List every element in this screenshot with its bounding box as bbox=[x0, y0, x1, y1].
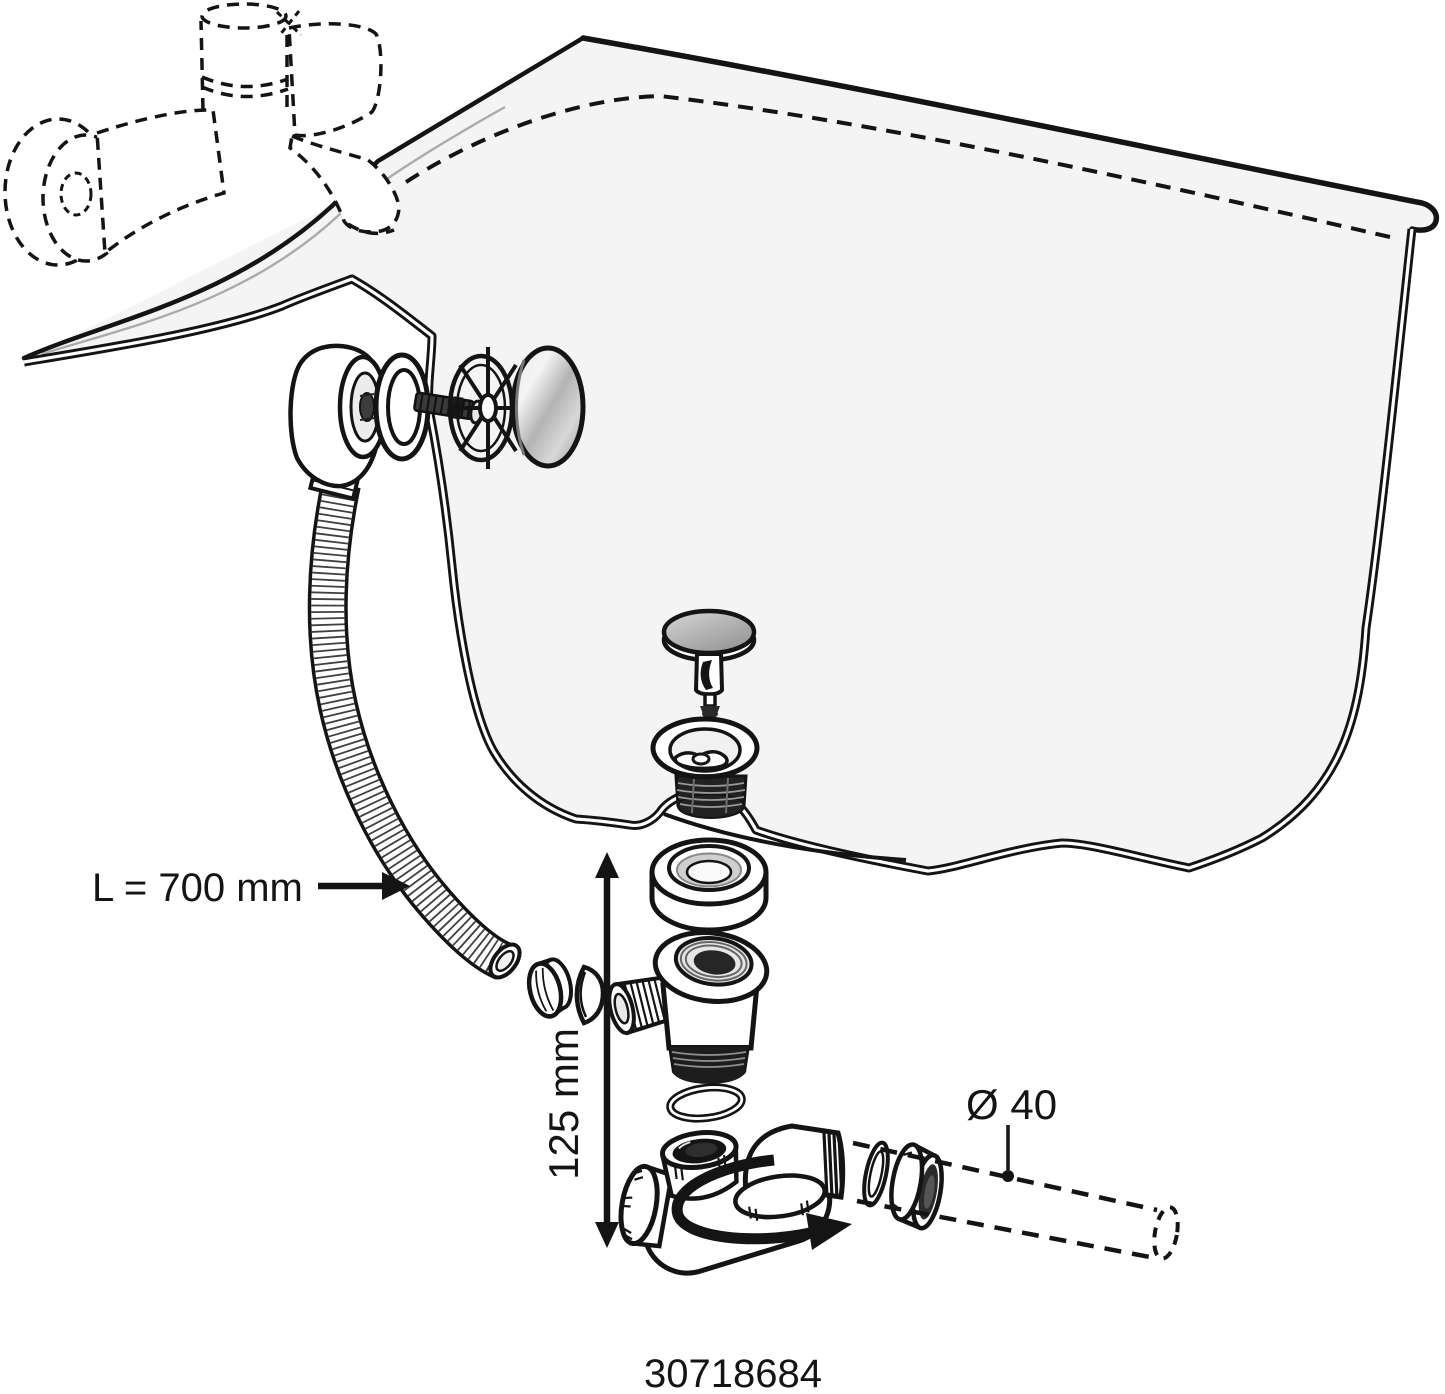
tap-handle-cross bbox=[275, 10, 303, 37]
plug-stem-slot bbox=[700, 660, 713, 690]
drain-strainer-flange bbox=[650, 716, 760, 819]
overflow-assembly bbox=[288, 343, 586, 501]
cone-seal bbox=[574, 964, 606, 1026]
tap-collar-2 bbox=[201, 85, 289, 99]
bathtub-face bbox=[24, 38, 1437, 871]
bathtub bbox=[21, 35, 1440, 876]
hidden-rim-dashed-line bbox=[398, 93, 1391, 239]
drain-tee-body bbox=[607, 930, 770, 1084]
part-number: 30718684 bbox=[644, 1352, 822, 1394]
hose-nut bbox=[526, 957, 573, 1019]
overflow-elbow-hub-ticks bbox=[359, 393, 375, 421]
tee-top-flange bbox=[652, 930, 770, 1004]
hose-length-label: L = 700 mm bbox=[92, 866, 303, 910]
rim-surface-gray-line bbox=[41, 105, 506, 356]
overflow-cover-cap bbox=[510, 345, 586, 469]
tap-body bbox=[95, 108, 226, 257]
trap-inlet-nut bbox=[618, 1163, 675, 1249]
tub-front-edge-gap bbox=[23, 228, 1414, 873]
hose-length-annotation: L = 700 mm bbox=[92, 866, 410, 910]
hose-length-arrowhead bbox=[382, 872, 410, 900]
overflow-elbow-hub bbox=[359, 392, 375, 422]
outlet-nut bbox=[889, 1142, 944, 1231]
tap-collar-1 bbox=[201, 75, 289, 89]
drain-hole-arc bbox=[663, 812, 907, 862]
swivel-elbow bbox=[733, 1123, 846, 1221]
pipe-diameter-annotation: Ø 40 bbox=[966, 1081, 1057, 1182]
flexible-overflow-hose bbox=[307, 479, 522, 980]
elbow-union-ribs bbox=[822, 1132, 844, 1199]
pop-up-plug bbox=[661, 608, 757, 718]
tap-handle bbox=[287, 22, 383, 138]
plug-rod bbox=[703, 692, 717, 708]
tee-side-stub bbox=[607, 975, 677, 1036]
rim-top-edge bbox=[580, 35, 1440, 233]
tap-cartridge-top bbox=[200, 2, 288, 30]
hose-open-end bbox=[488, 942, 522, 980]
tail-height-label: 125 mm bbox=[540, 1028, 587, 1180]
rotation-arrow bbox=[671, 1154, 852, 1250]
wall-mixer-tap-dashed bbox=[3, 2, 401, 267]
tap-spout bbox=[288, 133, 401, 234]
swivel-trap bbox=[618, 1123, 944, 1276]
pipe-diameter-label: Ø 40 bbox=[966, 1081, 1057, 1128]
tap-inlet-circle bbox=[59, 171, 93, 217]
rim-back-edge bbox=[21, 35, 586, 361]
trap-inlet-cup bbox=[659, 1130, 739, 1201]
tap-cartridge-left bbox=[199, 20, 205, 111]
plug-foot-base bbox=[702, 710, 718, 718]
tap-spout-lip bbox=[347, 222, 395, 236]
seal-ring bbox=[649, 837, 769, 933]
o-ring bbox=[666, 1083, 746, 1123]
tail-height-dimension: 125 mm bbox=[540, 852, 619, 1248]
plug-cap bbox=[661, 608, 757, 656]
strainer-hub bbox=[691, 752, 711, 766]
